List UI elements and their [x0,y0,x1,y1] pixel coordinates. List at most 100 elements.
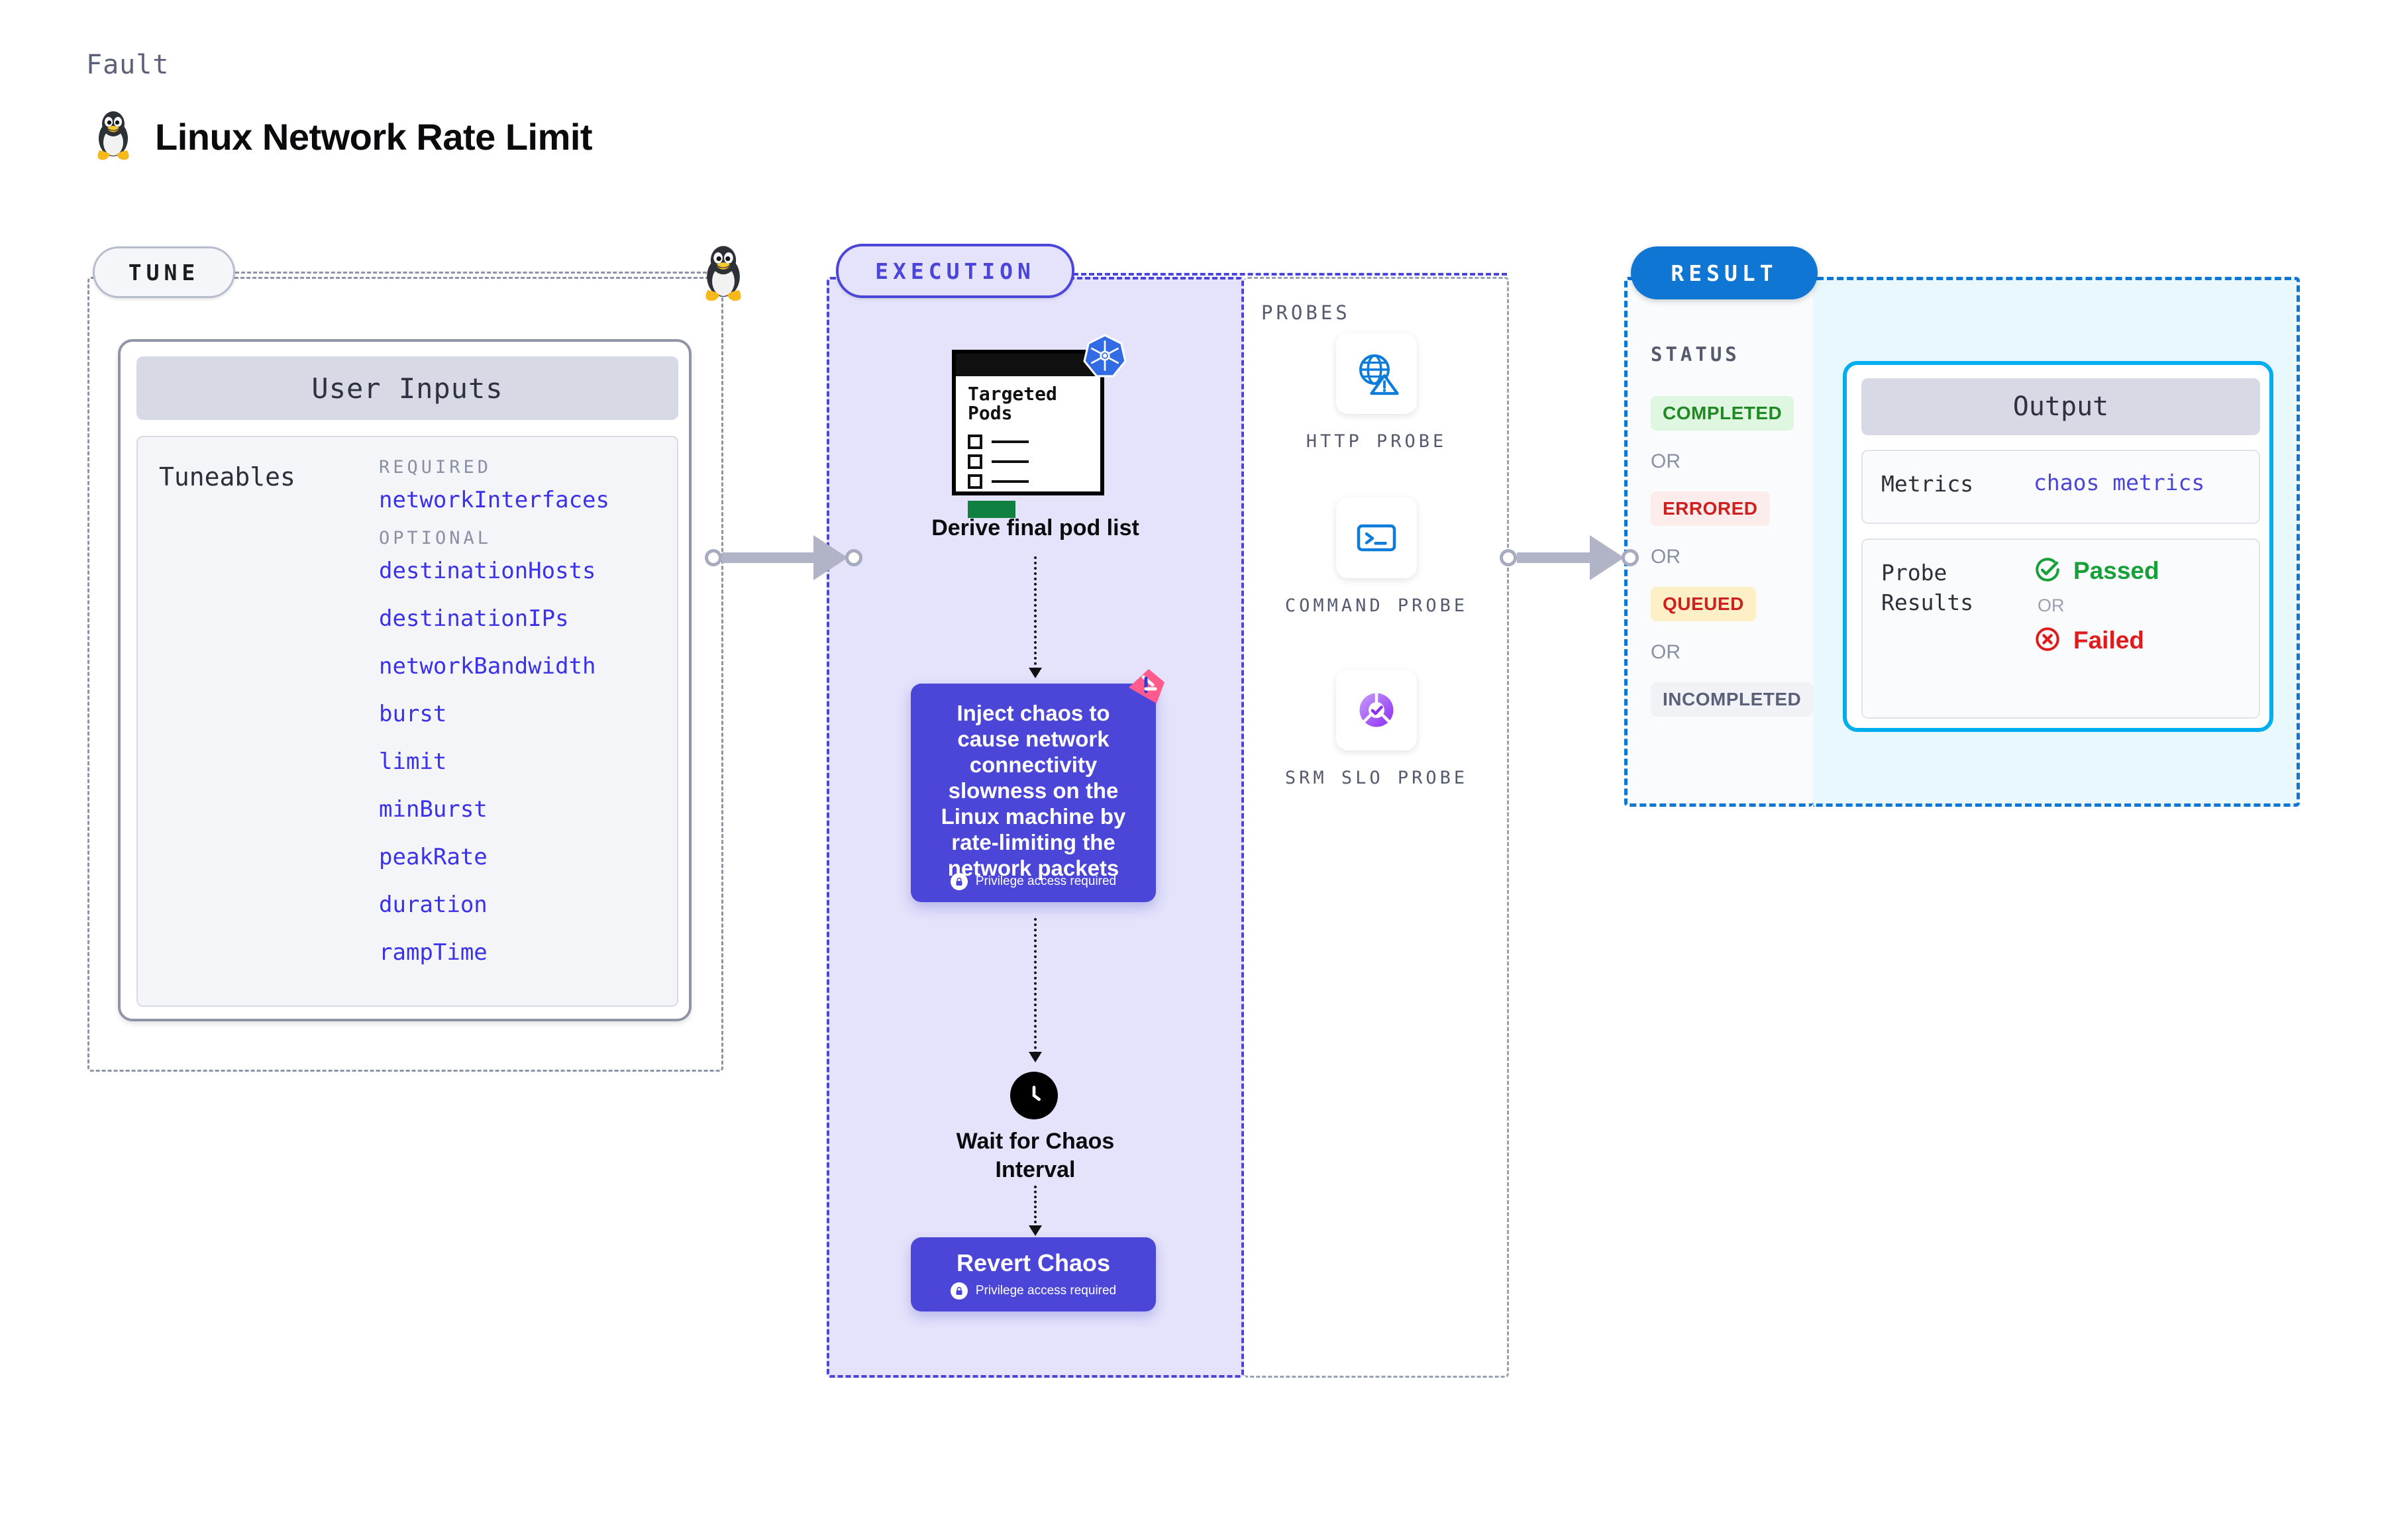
status-or-1: OR [1651,450,1681,472]
targeted-pods-row [968,454,1029,469]
targeted-pods-row [968,435,1029,449]
tune-pill[interactable]: TUNE [93,246,235,298]
connector-arrowhead [1590,535,1624,580]
placeholder-line [992,480,1029,483]
kubernetes-icon [1083,334,1127,380]
probe-result-passed: Passed [2034,556,2159,586]
output-metrics-key: Metrics [1881,471,1974,497]
checkbox-icon [968,474,982,489]
probe-result-failed: Failed [2034,625,2159,656]
revert-privilege-row: Privilege access required [911,1282,1156,1300]
tuneable-duration[interactable]: duration [379,892,488,918]
placeholder-line [992,460,1029,463]
linux-penguin-icon [694,244,752,302]
output-row-metrics: Metrics chaos metrics [1861,450,2260,524]
inject-chaos-text: Inject chaos to cause network connectivi… [941,701,1126,880]
placeholder-line [992,440,1029,443]
lock-icon [950,873,968,890]
derive-pod-list-caption: Derive final pod list [931,515,1139,540]
clock-icon [1010,1072,1058,1119]
probes-section: PROBES HTTP PROBE [1244,277,1509,1378]
user-inputs-header: User Inputs [136,356,678,420]
probe-results-values: Passed OR Failed [2034,556,2159,656]
tuneable-destinationHosts[interactable]: destinationHosts [379,558,596,584]
tuneable-networkInterfaces[interactable]: networkInterfaces [379,487,609,513]
litmus-icon [1126,668,1167,705]
tuneables-group-required-label: REQUIRED [379,457,492,478]
slo-donut-check-icon [1336,670,1417,750]
connector-dot-end [845,549,862,566]
targeted-pods-card: Targeted Pods [952,334,1127,518]
checkbox-icon [968,454,982,469]
connector-dot-end [1622,549,1639,566]
arrow-inject-to-wait [1029,918,1042,1062]
linux-penguin-icon [93,109,134,164]
probe-result-passed-label: Passed [2073,557,2159,584]
tuneables-group-optional-label: OPTIONAL [379,528,492,548]
targeted-pods-progress-bar [968,501,1015,518]
fault-kicker-label: Fault [86,50,170,80]
tuneable-burst[interactable]: burst [379,701,447,727]
targeted-pods-frame: Targeted Pods [952,350,1104,518]
tuneables-list: REQUIRED networkInterfaces OPTIONAL dest… [379,457,664,987]
connector-arrowhead [813,535,848,580]
connector-tune-to-execution [705,535,862,580]
status-badge-errored: ERRORED [1651,491,1770,526]
targeted-pods-row [968,474,1029,489]
execution-pill[interactable]: EXECUTION [836,244,1074,298]
probe-command-label: COMMAND PROBE [1284,595,1469,616]
connector-dot-start [1500,549,1517,566]
check-circle-icon [2034,556,2061,586]
tuneable-rampTime[interactable]: rampTime [379,939,488,966]
arrow-wait-to-revert [1029,1186,1042,1236]
connector-execution-to-result [1500,535,1639,580]
status-badge-incompleted: INCOMPLETED [1651,682,1814,717]
connector-dot-start [705,549,722,566]
probe-http[interactable]: HTTP PROBE [1244,333,1509,454]
probe-result-failed-label: Failed [2073,627,2144,654]
inject-privilege-row: Privilege access required [911,873,1156,890]
page-title-row: Linux Network Rate Limit [93,109,593,164]
probe-command[interactable]: COMMAND PROBE [1244,497,1509,619]
page-title: Linux Network Rate Limit [155,115,593,158]
status-badge-completed: COMPLETED [1651,396,1794,431]
tune-top-dashed-connector [235,272,707,274]
status-or-2: OR [1651,546,1681,568]
checkbox-icon [968,435,982,449]
tuneable-peakRate[interactable]: peakRate [379,844,488,870]
result-pill[interactable]: RESULT [1631,246,1818,299]
tuneable-networkBandwidth[interactable]: networkBandwidth [379,653,596,680]
targeted-pods-titlebar [956,354,1100,376]
output-header: Output [1861,378,2260,435]
terminal-icon [1336,497,1417,578]
x-circle-icon [2034,625,2061,656]
globe-warning-icon [1336,333,1417,414]
inject-privilege-note: Privilege access required [975,874,1117,888]
revert-chaos-label: Revert Chaos [956,1249,1111,1276]
tuneable-limit[interactable]: limit [379,748,447,775]
connector-bar [1517,552,1591,563]
tuneable-minBurst[interactable]: minBurst [379,796,488,823]
revert-chaos-node[interactable]: Revert Chaos Privilege access required [911,1237,1156,1311]
wait-for-chaos-caption: Wait for Chaos Interval [956,1129,1115,1182]
probe-http-label: HTTP PROBE [1306,431,1447,452]
probe-srm-slo[interactable]: SRM SLO PROBE [1244,670,1509,791]
targeted-pods-title: Targeted Pods [968,383,1057,425]
output-metrics-value[interactable]: chaos metrics [2034,470,2205,495]
inject-chaos-node[interactable]: Inject chaos to cause network connectivi… [911,684,1156,902]
targeted-pods-rows [968,435,1029,494]
status-label: STATUS [1651,343,1740,366]
tuneable-destinationIPs[interactable]: destinationIPs [379,605,569,632]
probe-result-or: OR [2038,595,2065,615]
user-inputs-card: User Inputs Tuneables REQUIRED networkIn… [118,339,692,1021]
lock-icon [950,1282,968,1300]
execution-top-dashed-connector [1073,273,1507,276]
status-or-3: OR [1651,641,1681,663]
arrow-pods-to-inject [1029,556,1042,678]
connector-bar [722,552,815,563]
revert-privilege-note: Privilege access required [975,1284,1117,1298]
